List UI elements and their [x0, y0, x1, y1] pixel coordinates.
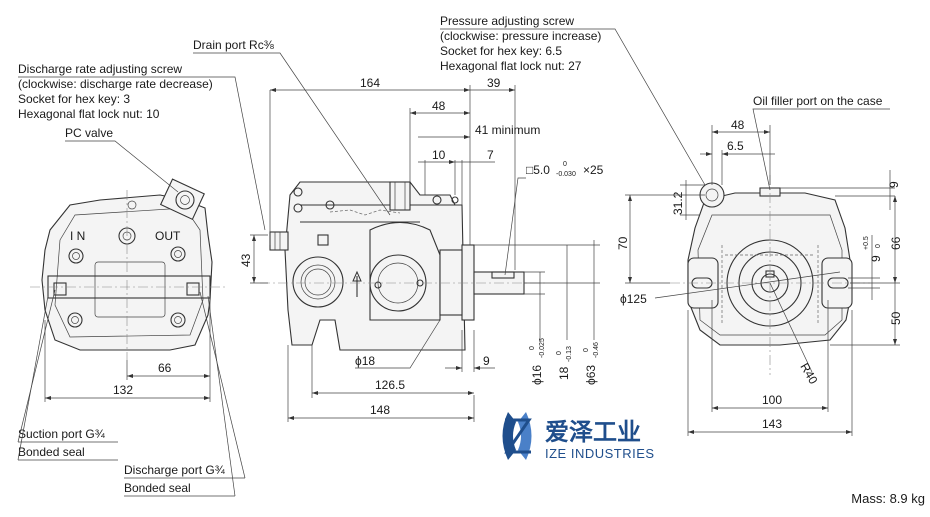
dim-41-minimum: 41 minimum: [475, 123, 540, 137]
dim-10: 10: [432, 148, 446, 162]
dim-9-slot: 9: [869, 255, 883, 262]
dim-phi16-lower: -0.025: [539, 338, 546, 358]
drain-port-callout: Drain port Rc⅜: [193, 38, 391, 216]
dim-143: 143: [762, 417, 782, 431]
dim-9-slot-lower: 0: [875, 244, 882, 248]
dim-7: 7: [487, 148, 494, 162]
mass-label: Mass: 8.9 kg: [851, 491, 925, 506]
discharge-adj-callout: Discharge rate adjusting screw (clockwis…: [18, 62, 266, 231]
pc-valve-label: PC valve: [65, 126, 113, 140]
dim-48-right: 48: [731, 118, 745, 132]
pressure-adj-socket: Socket for hex key: 6.5: [440, 44, 562, 58]
left-view-dims: 66 132: [44, 300, 211, 402]
discharge-port-label: Discharge port G¾: [124, 463, 226, 477]
dim-18-lower: -0.13: [566, 346, 573, 362]
side-view-dims: 164 39 48 41 minimum 10 7 □5.0 0 -0.030 …: [239, 76, 604, 422]
dim-48-side: 48: [432, 99, 446, 113]
logo-chinese: 爱泽工业: [545, 418, 641, 446]
discharge-adj-socket: Socket for hex key: 3: [18, 92, 130, 106]
dim-39: 39: [487, 76, 501, 90]
dim-phi125: ϕ125: [620, 292, 647, 306]
logo-mark-icon: [502, 412, 532, 460]
dim-148: 148: [370, 403, 390, 417]
dim-132: 132: [113, 383, 133, 397]
logo-english: IZE INDUSTRIES: [545, 446, 655, 461]
key-tol-lower: -0.030: [556, 171, 576, 178]
out-mark: OUT: [155, 229, 181, 243]
discharge-port-callout: Discharge port G¾ Bonded seal: [124, 291, 246, 497]
dim-phi63-upper: 0: [583, 348, 590, 352]
dim-phi63-lower: -0.46: [593, 342, 600, 358]
oil-filler-callout: Oil filler port on the case: [752, 94, 890, 191]
dim-43: 43: [239, 253, 253, 267]
dim-6-5: 6.5: [727, 139, 744, 153]
dim-126-5: 126.5: [375, 378, 405, 392]
discharge-adj-nut: Hexagonal flat lock nut: 10: [18, 107, 160, 121]
dim-phi63: ϕ63: [584, 365, 598, 385]
key-tol-upper: 0: [563, 161, 567, 168]
dim-9-slot-upper: +0.5: [863, 236, 870, 250]
drain-port-label: Drain port Rc⅜: [193, 38, 275, 52]
dim-164: 164: [360, 76, 380, 90]
dim-phi16: ϕ16: [530, 365, 544, 385]
pressure-adj-callout: Pressure adjusting screw (clockwise: pre…: [440, 14, 706, 186]
suction-port-callout: Suction port G¾ Bonded seal: [17, 289, 118, 461]
pressure-adj-note: (clockwise: pressure increase): [440, 29, 601, 43]
dim-phi18: ϕ18: [355, 354, 375, 368]
side-view-pump: [260, 181, 545, 351]
dim-100: 100: [762, 393, 782, 407]
dim-66-left: 66: [158, 361, 172, 375]
discharge-adj-title: Discharge rate adjusting screw: [18, 62, 182, 76]
pressure-adj-title: Pressure adjusting screw: [440, 14, 574, 28]
left-view-pump: I N OUT: [30, 178, 225, 360]
dim-66-right: 66: [889, 236, 903, 250]
discharge-adj-note: (clockwise: discharge rate decrease): [18, 77, 213, 91]
key-length: ×25: [583, 163, 604, 177]
pressure-adj-nut: Hexagonal flat lock nut: 27: [440, 59, 582, 73]
dim-r40: R40: [797, 361, 820, 387]
suction-port-label: Suction port G¾: [18, 427, 106, 441]
dim-phi16-upper: 0: [529, 346, 536, 350]
dim-9-top: 9: [887, 181, 901, 188]
dim-18-upper: 0: [556, 351, 563, 355]
dim-18: 18: [557, 366, 571, 380]
pc-valve-graphic: [159, 178, 205, 221]
key-spec-main: □5.0: [526, 163, 550, 177]
in-mark: I N: [70, 229, 85, 243]
oil-filler-label: Oil filler port on the case: [753, 94, 883, 108]
dim-50: 50: [889, 311, 903, 325]
dim-31-2: 31.2: [671, 191, 685, 215]
bonded-seal-2: Bonded seal: [124, 481, 191, 495]
pc-valve-callout: PC valve: [65, 126, 179, 193]
ize-logo: 爱泽工业 IZE INDUSTRIES: [502, 412, 655, 461]
dim-9-flange: 9: [483, 354, 490, 368]
bonded-seal-1: Bonded seal: [18, 445, 85, 459]
dim-70: 70: [616, 236, 630, 250]
